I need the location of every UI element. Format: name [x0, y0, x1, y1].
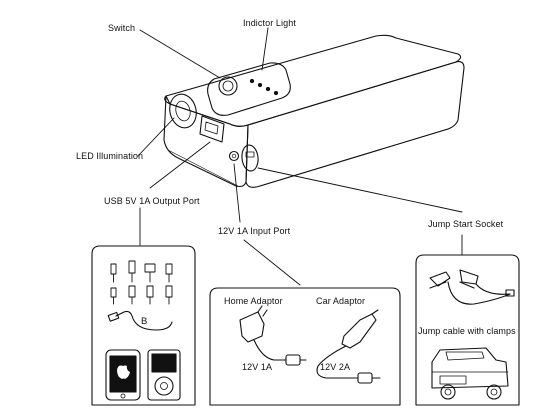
leader-switch [139, 29, 221, 79]
jump-start-socket-drawing [241, 144, 259, 172]
label-switch: Switch [108, 23, 136, 33]
leader-led [137, 117, 175, 157]
label-input-port: 12V 1A Input Port [218, 226, 291, 236]
ipod-drawing [147, 349, 181, 401]
jump-cable-box [415, 254, 520, 406]
usb-accessories-box [91, 245, 196, 406]
switch-button [218, 76, 238, 96]
label-usb-output-port: USB 5V 1A Output Port [104, 196, 200, 206]
leader-usb [149, 141, 211, 189]
indicator-led-1 [249, 78, 255, 84]
label-jump-cable: Jump cable with clamps [418, 326, 516, 336]
label-led-illumination: LED Illumination [76, 151, 144, 161]
leader-indicator [261, 27, 269, 71]
leader-input [233, 163, 241, 223]
indicator-led-2 [257, 82, 263, 88]
control-panel [207, 62, 291, 116]
iphone-drawing [105, 349, 141, 401]
usb-tips-row-2 [110, 285, 173, 305]
led-illumination-lens [169, 93, 197, 129]
home-adaptor-drawing [239, 305, 307, 366]
power-bank-side [245, 61, 465, 188]
power-bank-front [163, 95, 249, 188]
power-bank-top [164, 34, 462, 127]
indicator-led-3 [265, 86, 271, 92]
car-adaptor-drawing [316, 309, 381, 384]
label-indicator-light: Indictor Light [243, 18, 296, 28]
label-cable-letter: B [141, 316, 148, 327]
label-jump-start-socket: Jump Start Socket [428, 219, 504, 229]
leader-socket [257, 167, 463, 213]
jeep-drawing [431, 347, 509, 400]
power-bank-device [163, 34, 465, 188]
usb-cable-drawing [107, 310, 173, 331]
label-car-adaptor-rating: 12V 2A [320, 362, 351, 372]
label-car-adaptor: Car Adaptor [316, 296, 366, 306]
label-home-adaptor-rating: 12V 1A [242, 362, 273, 372]
leader-input-box [243, 239, 301, 286]
usb-tips-row-1 [110, 260, 173, 283]
jump-clamps-drawing [429, 269, 515, 305]
usb-port-drawing [199, 115, 225, 143]
indicator-led-4 [273, 90, 279, 96]
leader-lines [137, 27, 463, 286]
label-home-adaptor: Home Adaptor [224, 296, 283, 306]
adaptors-box [209, 287, 401, 406]
input-port-drawing [228, 150, 240, 162]
